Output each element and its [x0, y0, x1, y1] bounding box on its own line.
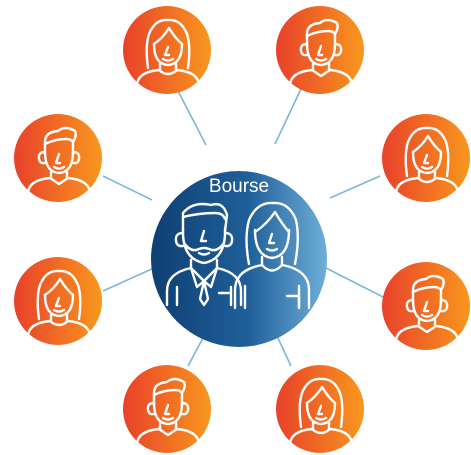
- connector-top-right: [274, 88, 302, 145]
- connector-lower-left: [102, 267, 155, 292]
- connector-upper-right: [329, 175, 381, 199]
- node-bottom-right: [276, 365, 364, 453]
- connector-lower-right: [325, 267, 384, 298]
- hub-title: Bourse: [209, 176, 269, 197]
- node-bottom-left: [123, 365, 211, 453]
- node-upper-left: [14, 114, 102, 202]
- connector-upper-left: [102, 175, 153, 201]
- node-top-left: [123, 6, 211, 94]
- two-people-icon: [165, 201, 311, 310]
- node-lower-right: [382, 262, 470, 350]
- connectors: [102, 88, 384, 367]
- node-top-right: [276, 6, 364, 94]
- connector-top-left: [176, 88, 207, 146]
- hub-circle: [151, 171, 327, 347]
- hub: Bourse: [151, 171, 327, 347]
- node-lower-left: [14, 257, 102, 345]
- node-upper-right: [382, 114, 470, 202]
